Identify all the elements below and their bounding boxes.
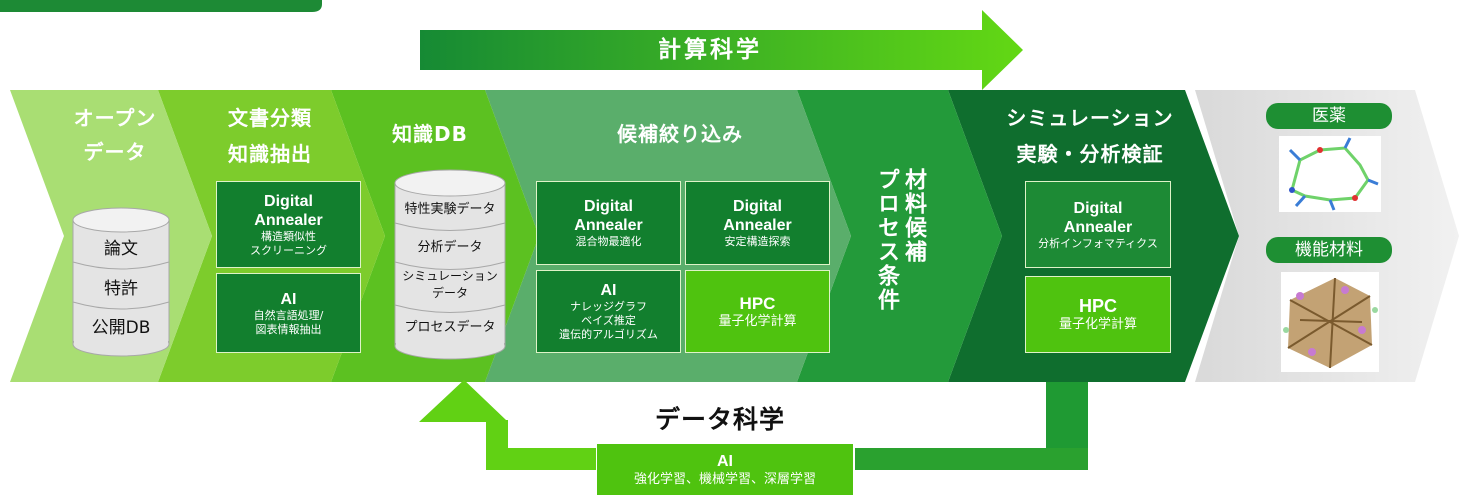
box-title: Digital Annealer: [254, 192, 323, 229]
box-title: AI: [717, 452, 733, 470]
box-title: Digital Annealer: [723, 198, 792, 234]
verification-hpc-box: HPC 量子化学計算: [1025, 276, 1171, 353]
db-item-simulation-line1: シミュレーション: [402, 269, 498, 283]
narrowing-title: 候補絞り込み: [617, 122, 743, 146]
db-cylinder-knowledge: [394, 169, 506, 360]
box-title: AI: [600, 282, 617, 299]
material-crystal-image: [1281, 272, 1379, 372]
feedback-bottom-left: [486, 448, 598, 470]
computational-science-label: 計算科学: [658, 37, 762, 63]
narrowing-hpc-box: HPC 量子化学計算: [685, 270, 830, 353]
box-sub: 図表情報抽出: [255, 322, 322, 336]
db-item-papers: 論文: [104, 239, 138, 259]
open-data-title-line2: データ: [83, 140, 147, 164]
db-item-patents: 特許: [104, 279, 138, 299]
box-sub: 量子化学計算: [718, 313, 797, 329]
pharma-molecule-image: [1279, 136, 1381, 212]
box-sub: 混合物最適化: [575, 235, 642, 248]
classification-title-line1: 文書分類: [228, 106, 312, 130]
feedback-bottom-right: [855, 448, 1088, 470]
box-title: Digital Annealer: [574, 198, 643, 234]
box-sub: 自然言語処理/: [253, 308, 324, 322]
chevron-outputs: [1195, 90, 1459, 382]
db-item-process-data: プロセスデータ: [404, 320, 496, 335]
box-title: Digital Annealer: [1063, 199, 1133, 236]
narrowing-digital-annealer-stable-box: Digital Annealer 安定構造探索: [685, 181, 830, 265]
narrowing-ai-box: AI ナレッジグラフ ベイズ推定 遺伝的アルゴリズム: [536, 270, 681, 353]
classification-ai-box: AI 自然言語処理/ 図表情報抽出: [216, 273, 361, 353]
output-functional-materials-label: 機能材料: [1266, 237, 1392, 263]
classification-digital-annealer-box: Digital Annealer 構造類似性 スクリーニング: [216, 181, 361, 268]
verification-title-line2: 実験・分析検証: [1016, 142, 1164, 166]
db-item-public-db: 公開DB: [91, 318, 151, 338]
verification-digital-annealer-box: Digital Annealer 分析インフォマティクス: [1025, 181, 1171, 268]
output-pharma-label: 医薬: [1266, 103, 1392, 129]
box-title: AI: [280, 290, 297, 308]
db-item-simulation-line2: データ: [431, 286, 468, 300]
candidates-title-line1: 材料候補: [901, 168, 926, 264]
open-data-title-line1: オープン: [73, 106, 157, 130]
knowledge-db-title: 知識DB: [392, 122, 468, 146]
header-tab-fragment: [0, 0, 322, 12]
box-sub: ベイズ推定: [581, 314, 636, 327]
box-sub: 安定構造探索: [724, 235, 791, 248]
box-sub: 量子化学計算: [1058, 316, 1137, 332]
computational-science-arrow: [420, 10, 1023, 90]
box-sub: 分析インフォマティクス: [1038, 236, 1158, 250]
box-sub: 構造類似性: [261, 229, 316, 243]
box-title: HPC: [739, 293, 776, 313]
classification-title-line2: 知識抽出: [228, 142, 312, 166]
chevron-candidates: [797, 90, 1002, 382]
db-item-property-data: 特性実験データ: [404, 202, 496, 217]
data-science-ai-box: AI 強化学習、機械学習、深層学習: [596, 443, 854, 496]
candidates-title-line2: プロセス条件: [874, 168, 899, 312]
box-sub: 遺伝的アルゴリズム: [559, 328, 658, 341]
box-sub: 強化学習、機械学習、深層学習: [633, 471, 816, 487]
db-cylinder-open-data: [72, 207, 170, 357]
box-sub: ナレッジグラフ: [570, 300, 647, 313]
box-title: HPC: [1078, 295, 1117, 316]
narrowing-digital-annealer-mix-box: Digital Annealer 混合物最適化: [536, 181, 681, 265]
box-sub: スクリーニング: [250, 243, 327, 257]
verification-title-line1: シミュレーション: [1006, 106, 1174, 130]
db-item-analysis-data: 分析データ: [417, 240, 483, 255]
data-science-label: データ科学: [654, 405, 785, 434]
